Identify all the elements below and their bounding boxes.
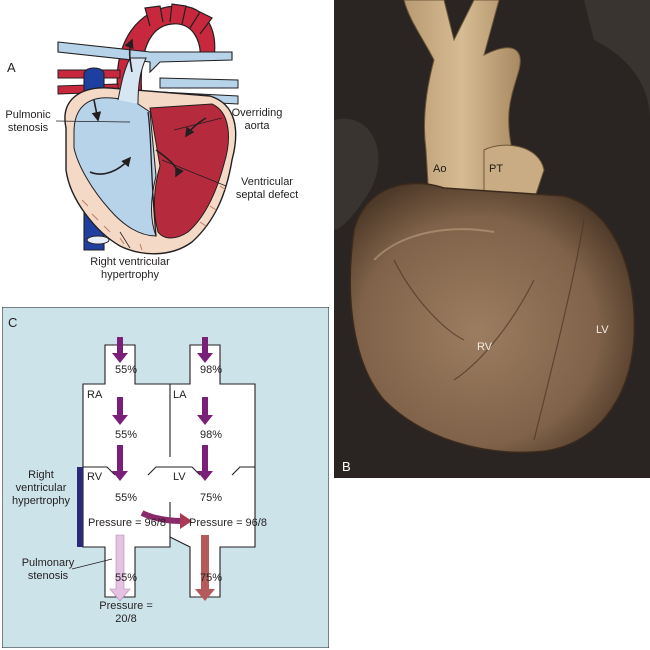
label-lv-photo: LV — [596, 324, 609, 337]
ivc-opening — [87, 236, 109, 244]
label-ventricular-septal-defect: Ventricular septal defect — [226, 176, 308, 202]
label-right-ventricular-hypertrophy: Right ventricular hypertrophy — [80, 256, 180, 282]
label-ao: Ao — [433, 163, 446, 176]
right-sat-top: 55% — [115, 364, 137, 377]
label-pt: PT — [489, 163, 503, 176]
label-c-rvh: Right ventricular hypertrophy — [8, 469, 74, 508]
label-pulmonic-stenosis: Pulmonic stenosis — [0, 109, 56, 135]
left-sat-outflow: 75% — [200, 572, 222, 585]
pressure-pa: Pressure = 20/8 — [96, 600, 156, 626]
label-rv: RV — [87, 471, 102, 484]
right-sat-ventricle: 55% — [115, 492, 137, 505]
label-lv: LV — [173, 471, 186, 484]
panel-b-letter: B — [342, 460, 351, 473]
panel-a-heart-diagram — [0, 0, 330, 300]
pressure-rv: Pressure = 96/8 — [88, 517, 166, 530]
pressure-lv: Pressure = 96/8 — [189, 517, 267, 530]
right-sat-mid: 55% — [115, 429, 137, 442]
label-rv-photo: RV — [477, 341, 492, 354]
left-sat-top: 98% — [200, 364, 222, 377]
panel-b-specimen-photo — [334, 0, 650, 478]
rvh-bar — [77, 467, 83, 547]
label-ra: RA — [87, 389, 102, 402]
label-overriding-aorta: Overriding aorta — [222, 107, 292, 133]
right-sat-outflow: 55% — [115, 572, 137, 585]
left-sat-ventricle: 75% — [200, 492, 222, 505]
panel-c-letter: C — [8, 316, 17, 329]
label-la: LA — [173, 389, 186, 402]
panel-a-letter: A — [7, 61, 16, 74]
label-c-pulmonary-stenosis: Pulmonary stenosis — [18, 557, 78, 583]
left-sat-mid: 98% — [200, 429, 222, 442]
